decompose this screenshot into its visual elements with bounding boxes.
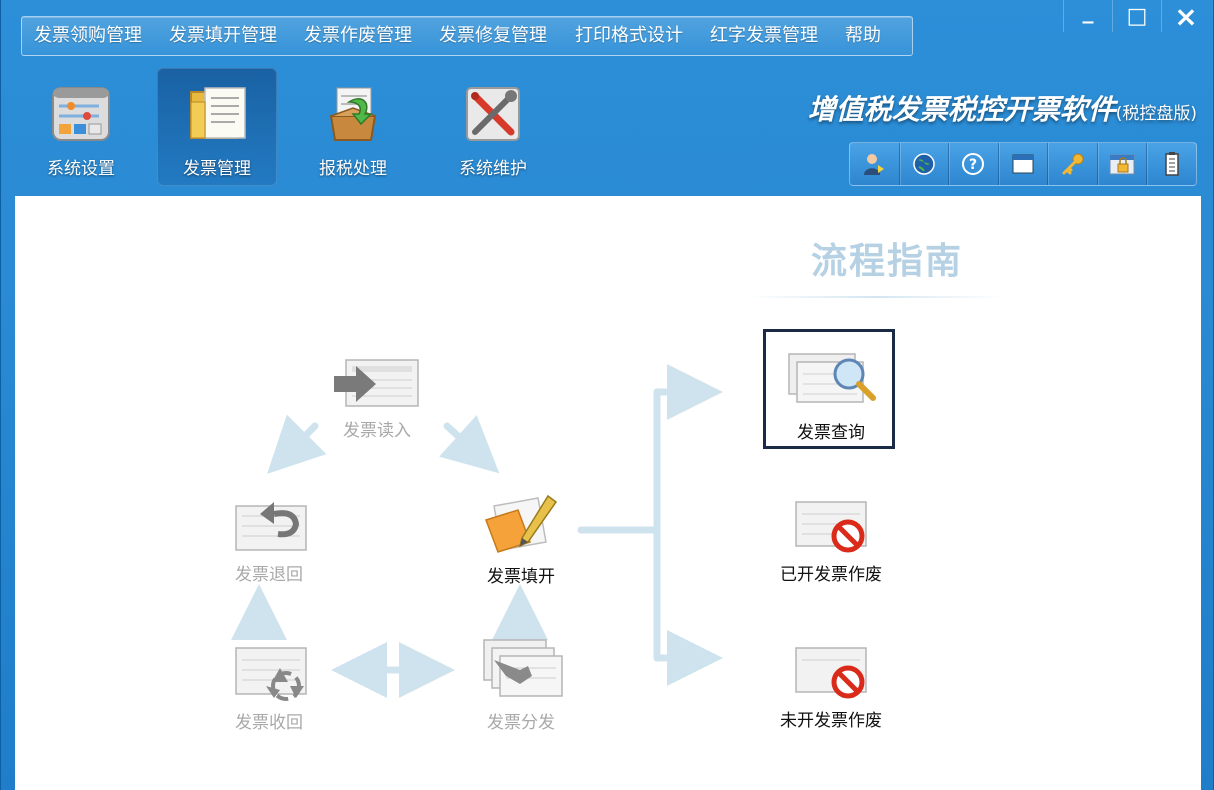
content-area: 流程指南 [15, 196, 1201, 790]
menu-help[interactable]: 帮助 [845, 25, 881, 46]
node-void-unissued[interactable]: 未开发票作废 [771, 642, 891, 731]
node-label: 发票读入 [343, 421, 411, 441]
node-invoice-distribute[interactable]: 发票分发 [461, 636, 581, 733]
node-invoice-fill[interactable]: 发票填开 [461, 492, 581, 587]
menu-invoice-void[interactable]: 发票作废管理 [304, 25, 412, 46]
menu-invoice-fill[interactable]: 发票填开管理 [169, 25, 277, 46]
invoice-distribute-icon [483, 639, 563, 697]
node-void-issued[interactable]: 已开发票作废 [771, 496, 891, 585]
help-button[interactable]: ? [949, 143, 999, 185]
close-button[interactable]: × [1161, 0, 1210, 33]
battery-icon [1165, 152, 1179, 176]
void-issued-icon [795, 501, 867, 553]
svg-text:?: ? [969, 157, 977, 173]
close-icon: × [1174, 0, 1198, 33]
window-icon [1012, 154, 1034, 174]
menu-bar: 发票领购管理 发票填开管理 发票作废管理 发票修复管理 打印格式设计 红字发票管… [21, 16, 913, 56]
brand-subtitle: (税控盘版) [1115, 104, 1197, 124]
node-invoice-query[interactable]: 发票查询 [771, 348, 891, 443]
minimize-button[interactable]: _ [1063, 0, 1112, 32]
toolbar-label: 报税处理 [319, 159, 387, 179]
invoice-read-in-icon [334, 359, 419, 407]
menu-invoice-repair[interactable]: 发票修复管理 [439, 25, 547, 46]
tax-box-icon [321, 82, 385, 146]
node-label: 发票退回 [235, 565, 303, 585]
brand-main: 增值税发票税控开票软件 [807, 93, 1116, 126]
quick-toolbar: ? [849, 142, 1197, 186]
window-controls: _ □ × [1063, 0, 1210, 33]
toolbar-label: 系统维护 [459, 159, 527, 179]
node-label: 发票分发 [487, 713, 555, 733]
node-label: 发票收回 [235, 713, 303, 733]
globe-button[interactable] [900, 143, 950, 185]
minimize-icon: _ [1082, 0, 1094, 24]
lock-icon [1109, 154, 1135, 175]
toolbar-label: 系统设置 [47, 159, 115, 179]
invoice-recycle-icon [235, 647, 307, 701]
user-button[interactable] [850, 143, 900, 185]
key-icon [1062, 153, 1084, 175]
globe-icon [913, 153, 935, 175]
maximize-button[interactable]: □ [1112, 0, 1161, 32]
maximize-icon: □ [1126, 3, 1148, 29]
selection-highlight [763, 329, 895, 449]
settings-panel-icon [49, 82, 113, 146]
toolbar-tax-processing[interactable]: 报税处理 [293, 68, 413, 186]
lock-button[interactable] [1098, 143, 1148, 185]
toolbar-label: 发票管理 [183, 159, 251, 179]
menu-invoice-purchase[interactable]: 发票领购管理 [34, 25, 142, 46]
node-label: 已开发票作废 [780, 565, 882, 585]
toolbar-invoice-management[interactable]: 发票管理 [157, 68, 277, 186]
menu-red-invoice[interactable]: 红字发票管理 [710, 25, 818, 46]
brand-title: 增值税发票税控开票软件(税控盘版) [808, 88, 1197, 128]
invoice-search-icon [788, 353, 876, 403]
guide-divider [745, 296, 1005, 298]
node-label: 未开发票作废 [780, 711, 882, 731]
flow-arrows [231, 364, 723, 698]
invoice-fill-icon [485, 494, 558, 553]
toolbar-system-maintenance[interactable]: 系统维护 [433, 68, 553, 186]
void-unissued-icon [795, 647, 867, 699]
tools-icon [461, 82, 525, 146]
key-button[interactable] [1048, 143, 1098, 185]
node-label: 发票查询 [797, 423, 865, 443]
battery-button[interactable] [1147, 143, 1196, 185]
window-button[interactable] [999, 143, 1049, 185]
node-invoice-return[interactable]: 发票退回 [209, 492, 329, 585]
node-invoice-recover[interactable]: 发票收回 [209, 642, 329, 733]
node-label: 发票填开 [487, 567, 555, 587]
help-icon: ? [962, 153, 985, 175]
node-invoice-read-in[interactable]: 发票读入 [317, 354, 437, 441]
user-icon [864, 154, 885, 175]
invoice-return-icon [235, 502, 307, 551]
toolbar-system-settings[interactable]: 系统设置 [21, 68, 141, 186]
invoice-folder-icon [185, 82, 249, 146]
guide-title: 流程指南 [811, 241, 964, 282]
menu-print-format[interactable]: 打印格式设计 [575, 25, 683, 46]
